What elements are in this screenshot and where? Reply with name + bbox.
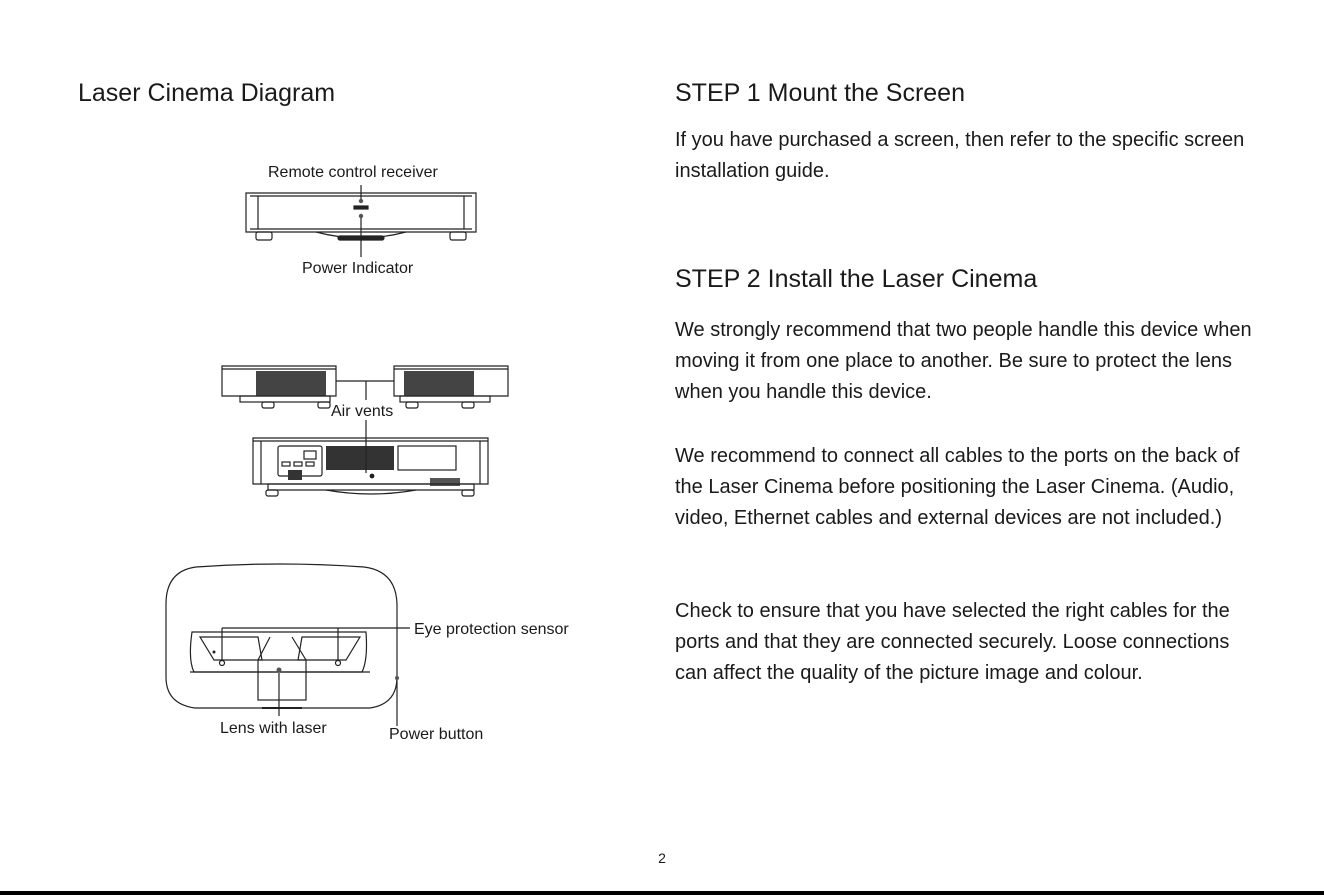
top-view-illustration: [165, 563, 410, 726]
step2-title: STEP 2 Install the Laser Cinema: [675, 265, 1038, 293]
step1-title: STEP 1 Mount the Screen: [675, 79, 965, 107]
diagram-title: Laser Cinema Diagram: [78, 79, 336, 107]
label-remote-receiver: Remote control receiver: [268, 164, 438, 181]
page-number: 2: [658, 850, 666, 866]
remote-receiver-dot: [358, 198, 364, 204]
label-power-button: Power button: [389, 726, 484, 743]
label-power-indicator: Power Indicator: [302, 260, 414, 277]
logo-mark: [353, 205, 369, 210]
step2-paragraph-1: We strongly recommend that two people ha…: [675, 319, 1252, 403]
step2-paragraph-2: We recommend to connect all cables to th…: [675, 445, 1240, 529]
power-indicator-dot: [358, 213, 364, 219]
label-lens: Lens with laser: [220, 720, 327, 737]
rear-view-illustration: [252, 420, 489, 497]
label-air-vents: Air vents: [331, 403, 394, 420]
bottom-border: [0, 891, 1324, 895]
front-view-illustration: [245, 185, 477, 257]
step1-text: If you have purchased a screen, then ref…: [675, 129, 1245, 182]
step2-paragraph-3: Check to ensure that you have selected t…: [675, 600, 1230, 684]
label-eye-sensor: Eye protection sensor: [414, 621, 569, 638]
side-views-illustration: [221, 365, 509, 409]
